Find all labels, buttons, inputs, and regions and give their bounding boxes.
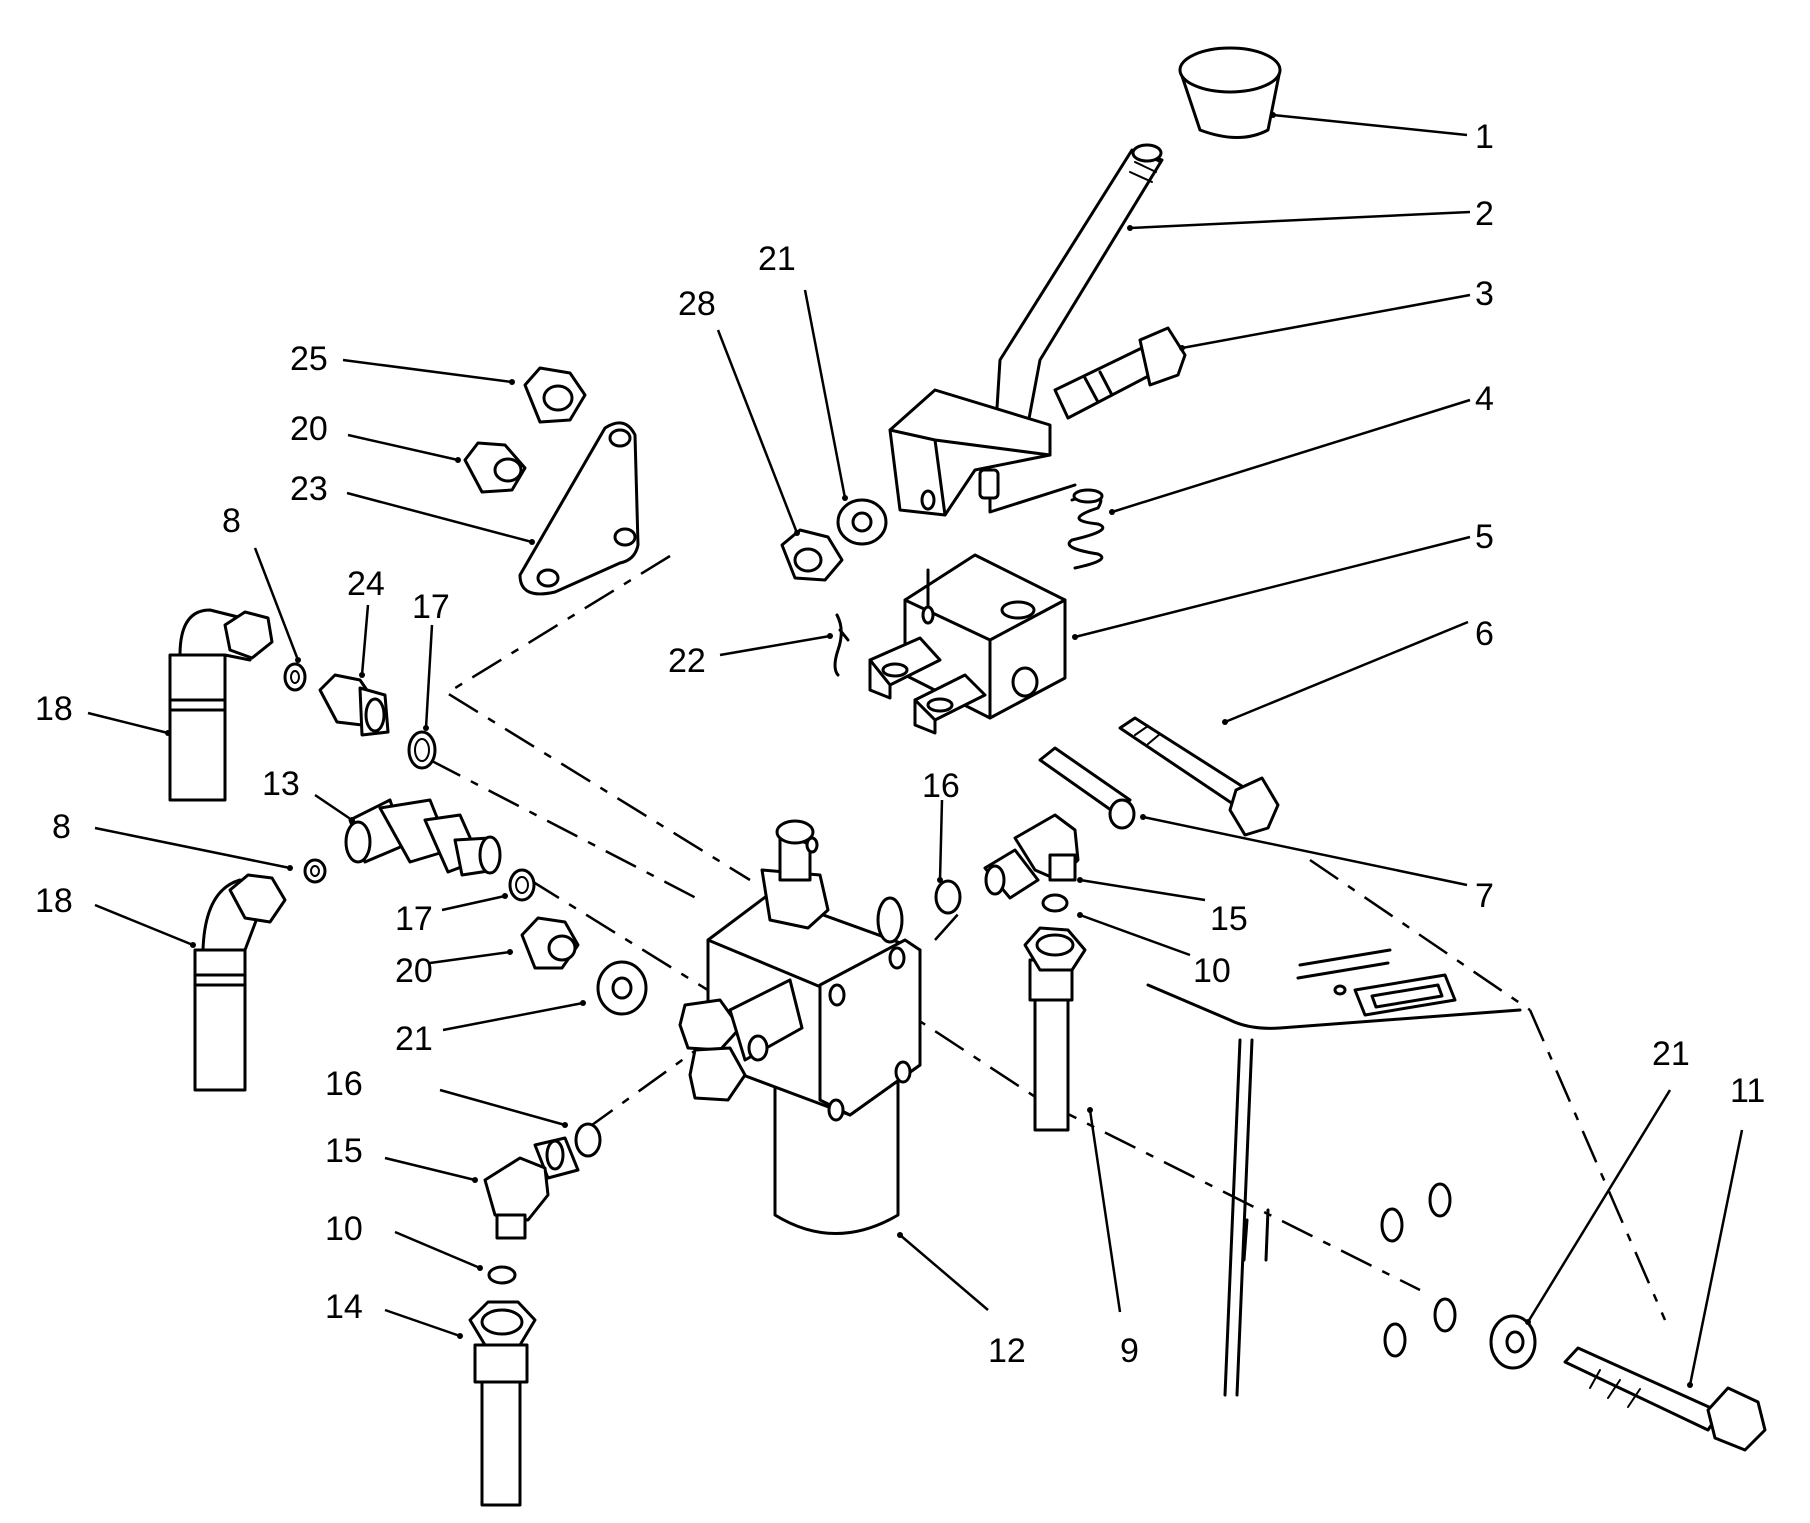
leader-lines	[87, 113, 1744, 1386]
callout-21-upper: 21	[758, 240, 796, 278]
callout-23: 23	[290, 470, 328, 508]
adapter-24	[318, 673, 390, 737]
oring-10-upper	[1041, 893, 1069, 913]
pin-7	[1038, 746, 1136, 830]
hose-18-lower	[193, 873, 287, 1092]
callout-16-lower: 16	[325, 1065, 363, 1103]
callout-18-upper: 18	[35, 690, 73, 728]
callout-8-upper: 8	[222, 502, 241, 540]
cotter-pin	[833, 613, 850, 677]
elbow-15-upper	[983, 813, 1080, 900]
oring-8-lower	[303, 858, 327, 884]
callout-2: 2	[1475, 195, 1494, 233]
nut-28	[780, 528, 844, 582]
callout-17-upper: 17	[412, 588, 450, 626]
leader-dots	[165, 112, 1693, 1388]
callout-20-upper: 20	[290, 410, 328, 448]
plate-23	[518, 421, 640, 596]
lever-bracket	[888, 388, 1077, 517]
callout-14: 14	[325, 1288, 363, 1326]
lever-knob	[1178, 46, 1282, 139]
callout-6: 6	[1475, 615, 1494, 653]
oring-16-upper	[934, 879, 962, 915]
center-lines	[429, 554, 1667, 1321]
valve-body	[678, 819, 922, 1235]
hose-14	[468, 1300, 537, 1507]
spring	[1067, 488, 1105, 570]
oring-10-lower	[487, 1265, 517, 1285]
callout-21-right: 21	[1652, 1035, 1690, 1073]
nut-20-lower	[520, 916, 580, 970]
callout-24: 24	[347, 565, 385, 603]
callout-15-upper: 15	[1210, 900, 1248, 938]
oring-8-upper	[283, 662, 307, 692]
oring-17-upper	[407, 730, 437, 770]
callout-22: 22	[668, 642, 706, 680]
mounting-frame	[1146, 948, 1522, 1397]
callout-25: 25	[290, 340, 328, 378]
callout-10-upper: 10	[1193, 952, 1231, 990]
bolt-11	[1563, 1346, 1767, 1452]
pivot-bolt-6	[1118, 716, 1280, 837]
valve-clevis-block	[868, 553, 1067, 735]
callout-9: 9	[1120, 1332, 1139, 1370]
callout-15-lower: 15	[325, 1132, 363, 1170]
callout-numbers: 1 2 3 4 5 6 7 15 10 9 12 21 11 16 16 15 …	[35, 118, 1765, 1370]
pivot-bolt	[1053, 326, 1187, 420]
callout-28: 28	[678, 285, 716, 323]
oring-16-lower	[574, 1122, 602, 1158]
callout-16-upper: 16	[922, 767, 960, 805]
callout-8-lower: 8	[52, 808, 71, 846]
washer-21-right	[1489, 1314, 1537, 1370]
callout-12: 12	[988, 1332, 1026, 1370]
oring-17-lower	[508, 868, 536, 902]
hose-18-upper	[168, 608, 274, 802]
callout-5: 5	[1475, 518, 1494, 556]
elbow-13	[344, 798, 502, 877]
callout-17-lower: 17	[395, 900, 433, 938]
nut-20-upper	[463, 441, 527, 494]
washer-21-lower	[596, 960, 648, 1016]
callout-21-lower: 21	[395, 1020, 433, 1058]
hose-9	[1023, 926, 1087, 1132]
elbow-15-lower	[483, 1136, 580, 1240]
callout-3: 3	[1475, 275, 1494, 313]
callout-13: 13	[262, 765, 300, 803]
callout-11: 11	[1730, 1072, 1765, 1110]
callout-7: 7	[1475, 877, 1494, 915]
callout-4: 4	[1475, 380, 1494, 418]
callout-18-lower: 18	[35, 882, 73, 920]
callout-20-lower: 20	[395, 952, 433, 990]
nut-25	[523, 366, 587, 424]
callout-1: 1	[1475, 118, 1494, 156]
washer-21-upper	[836, 498, 888, 546]
callout-10-lower: 10	[325, 1210, 363, 1248]
